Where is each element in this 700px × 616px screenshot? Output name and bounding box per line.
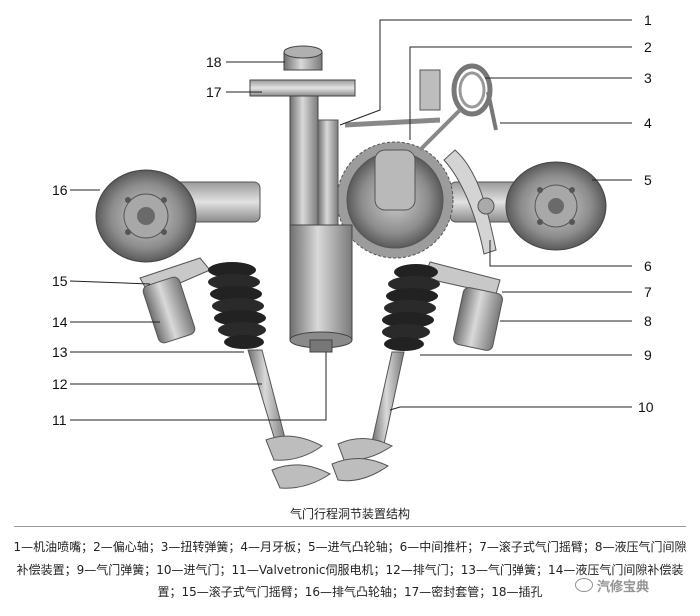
watermark-text: 汽修宝典 <box>597 579 650 595</box>
callout-7: 7 <box>644 284 652 300</box>
watermark: 汽修宝典 <box>575 574 649 596</box>
callout-10: 10 <box>638 399 654 415</box>
parts-legend: 1—机油喷嘴；2—偏心轴；3—扭转弹簧；4—月牙板；5—进气凸轮轴；6—中间推杆… <box>13 540 687 599</box>
callout-17: 17 <box>206 84 222 100</box>
intake-valve-assembly <box>331 261 503 482</box>
callout-14: 14 <box>52 314 68 330</box>
callout-5: 5 <box>644 172 652 188</box>
eccentric-shaft-gear <box>336 141 454 259</box>
callout-3: 3 <box>644 70 652 86</box>
leader-lines <box>69 19 632 421</box>
callout-16: 16 <box>52 182 68 198</box>
valve-train-diagram: 1 2 3 4 5 6 7 8 9 10 11 12 13 14 15 16 1… <box>52 12 654 489</box>
callout-8: 8 <box>644 313 652 329</box>
callout-13: 13 <box>52 344 68 360</box>
callout-6: 6 <box>644 258 652 274</box>
legend-divider <box>14 526 686 527</box>
callout-18: 18 <box>206 54 222 70</box>
exhaust-valve-spring <box>208 262 266 349</box>
figure-caption: 气门行程洞节装置结构 <box>289 507 410 521</box>
callout-11: 11 <box>52 412 67 428</box>
callout-1: 1 <box>644 12 652 28</box>
watermark-logo-icon <box>575 578 593 592</box>
exhaust-camshaft <box>95 169 261 263</box>
callout-12: 12 <box>52 376 68 392</box>
callout-9: 9 <box>644 347 652 363</box>
callout-2: 2 <box>644 39 652 55</box>
intake-valve-spring <box>382 264 440 351</box>
torsion-spring <box>418 63 498 152</box>
servo-motor <box>249 45 441 353</box>
intermediate-lever <box>443 149 497 255</box>
callout-4: 4 <box>644 115 652 131</box>
callout-15: 15 <box>52 273 68 289</box>
